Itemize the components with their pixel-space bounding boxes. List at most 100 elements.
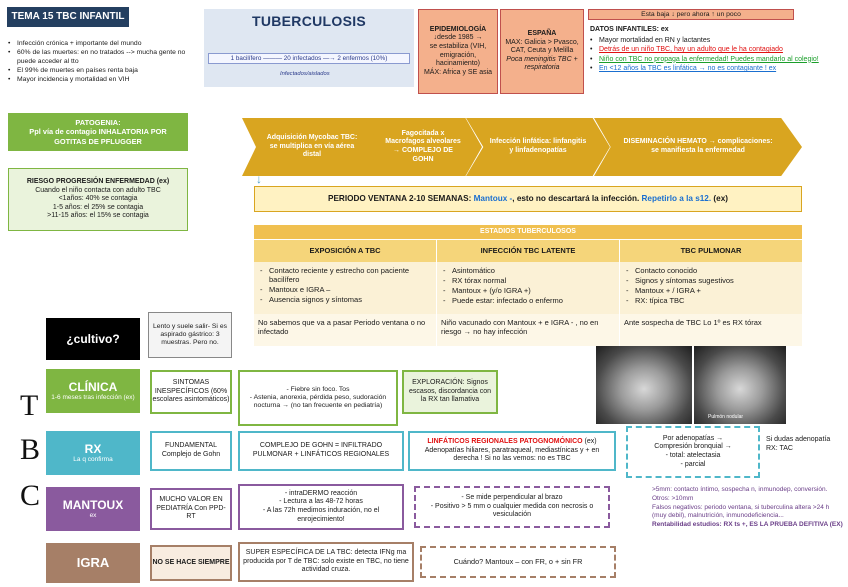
rx-box2: COMPLEJO DE GOHN = INFILTRADO PULMONAR +… [238,431,404,471]
clinica-label: CLÍNICA 1-6 meses tras infección (ex) [46,369,140,413]
rx-box3: LINFÁTICOS REGIONALES PATOGNOMÓNICO (ex)… [408,431,616,471]
riesgo-sub: Cuando el niño contacta con adulto TBC [35,186,161,194]
mantoux-line: - A las 72h medimos induración, no el en… [262,507,380,523]
riesgo-box: RIESGO PROGRESIÓN ENFERMEDAD (ex) Cuando… [8,168,188,231]
periodo-ventana: PERIODO VENTANA 2-10 SEMANAS: Mantoux -,… [254,186,802,212]
rx-sub: La q confirma [73,456,113,464]
list-item: Ausencia signos y síntomas [260,295,432,304]
mantoux-sub: ex [89,512,97,520]
list-item: Mayor mortalidad en RN y lactantes [590,37,842,46]
clinica-box1: SINTOMAS INESPECÍFICOS (60% escolares as… [150,370,232,414]
mantoux-line: - intraDERMO reacción [284,489,358,497]
mantoux-note: Rentabilidad estudios: RX ts +, ES LA PR… [652,520,843,528]
patogenia-text: Ppl vía de contagio INHALATORIA POR GOTI… [29,127,167,146]
letter-c: C [20,479,41,512]
cultivo-note: Lento y suele salir- Si es aspirado gást… [148,312,232,358]
estadio-col-pulmonar: TBC PULMONAR Contacto conocido Signos y … [620,240,802,346]
list-item: Signos y síntomas sugestivos [626,276,798,285]
riesgo-heading: RIESGO PROGRESIÓN ENFERMEDAD (ex) [26,178,170,186]
rx-patognomonico: LINFÁTICOS REGIONALES PATOGNOMÓNICO [427,438,583,446]
clinica-box2: - Fiebre sin foco. Tos - Astenia, anorex… [238,370,398,426]
epidemiologia-box: EPIDEMIOLOGÍA ↓desde 1985 → se estabiliz… [418,9,498,94]
igra-box2: SUPER ESPECÍFICA DE LA TBC: detecta IFNg… [238,542,414,582]
process-step-2: Fagocitada x Macrofagos alveolares → COM… [364,118,482,176]
igra-label: IGRA [46,543,140,583]
list-item: RX: típica TBC [626,296,798,305]
datos-heading: DATOS INFANTILES: ex [590,26,669,33]
list-item: El 99% de muertes en países renta baja [8,67,196,76]
letter-t: T [20,389,39,422]
rx-box4: Por adenopatías → Compresión bronquial →… [626,426,760,478]
mantoux-line: - Positivo > 5 mm o cualquier medida con… [430,502,594,519]
list-item: Contacto conocido [626,266,798,275]
riesgo-item: 1-5 años: el 25% se contagia [52,203,144,211]
mantoux-notes: >5mm: contacto íntimo, sospecha n, inmun… [652,486,844,529]
epidemiologia-line: ↓desde 1985 → [433,34,483,42]
contagion-chain: 1 bacilífero ——— 20 infectados —→ 2 enfe… [208,53,410,64]
espana-italic: Poca meningitis TBC + respiratoria [506,55,578,72]
estadio-col-latente: INFECCIÓN TBC LATENTE Asintomático RX tó… [437,240,619,346]
epidemiologia-line: se estabiliza (VIH, emigración, hacinami… [429,42,487,68]
mantoux-box1: MUCHO VALOR EN PEDIATRÍA Con PPD-RT [150,488,232,530]
list-item: Detrás de un niño TBC, hay un adulto que… [590,46,842,55]
mantoux-box2: - intraDERMO reacción - Lectura a las 48… [238,484,404,530]
column-header: EXPOSICIÓN A TBC [254,240,436,262]
list-item: 60% de las muertes: en no tratados --> m… [8,49,196,66]
esta-baja-note: Esta baja ↓ pero ahora ↑ un poco [588,9,794,20]
clinica-line: - Astenia, anorexia, pérdida peso, sudor… [249,393,387,410]
mantoux-note: >5mm: contacto íntimo, sospecha n, inmun… [652,486,828,493]
process-step-3: Infección linfática: linfangitis y linfa… [466,118,610,176]
espana-line: MAX: Galicia > Pvasco, CAT, Ceuta y Meli… [505,38,579,55]
periodo-mantoux: Mantoux - [473,194,513,203]
rx-line: - parcial [680,460,706,468]
clinica-title: CLÍNICA [68,379,118,394]
list-item: Asintomático [443,266,615,275]
rx-line: Compresión bronquial → [654,443,732,451]
clinica-line: - Fiebre sin foco. Tos [286,385,350,393]
mantoux-line: - Se mide perpendicular al brazo [461,494,563,502]
patogenia-heading: PATOGENIA: [75,118,121,128]
riesgo-item: >11-15 años: el 15% se contagia [47,212,149,220]
column-note: Ante sospecha de TBC Lo 1º es RX tórax [620,314,802,346]
tuberculosis-panel: TUBERCULOSIS 1 bacilífero ——— 20 infecta… [204,9,414,87]
process-step-1: Adquisición Mycobac TBC: se multiplica e… [242,118,382,176]
espana-box: ESPAÑA MAX: Galicia > Pvasco, CAT, Ceuta… [500,9,584,94]
list-item: Puede estar: infectado o enfermo [443,296,615,305]
periodo-mid: , esto no descartará la infección. [512,194,640,203]
rx-label: RX La q confirma [46,431,140,475]
mantoux-title: MANTOUX [62,497,124,512]
column-header: INFECCIÓN TBC LATENTE [437,240,619,262]
riesgo-item: <1años: 40% se contagia [58,195,138,203]
patogenia-box: PATOGENIA: Ppl vía de contagio INHALATOR… [8,113,188,151]
list-item: Mantoux e IGRA – [260,285,432,294]
column-note: Niño vacunado con Mantoux + e IGRA - , n… [437,314,619,346]
igra-box1: NO SE HACE SIEMPRE [150,545,232,581]
list-item: Niño con TBC no propaga la enfermedad! P… [590,56,842,65]
list-item: En <12 años la TBC es linfática → no es … [590,65,842,74]
list-item: Mayor incidencia y mortalidad en VIH [8,76,196,85]
cultivo-label: ¿cultivo? [46,318,140,360]
estadios-heading: ESTADIOS TUBERCULOSOS [254,225,802,239]
xray-image-right [694,346,786,424]
list-item: RX tórax normal [443,276,615,285]
igra-box3: Cuándo? Mantoux – con FR, o + sin FR [420,546,616,578]
mantoux-note: Otros: >10mm [652,494,694,502]
estadios-table: EXPOSICIÓN A TBC Contacto reciente y est… [254,240,802,346]
mantoux-label: MANTOUX ex [46,487,140,531]
periodo-ex: (ex) [713,194,728,203]
page-title: TEMA 15 TBC INFANTIL [7,7,129,27]
rx-adenopatias: Adenopatías hiliares, paratraqueal, medi… [424,446,600,463]
xray-image-left [596,346,692,424]
tuberculosis-heading: TUBERCULOSIS [252,13,367,29]
process-step-4: DISEMINACIÓN HEMATO → complicaciones: se… [594,118,802,176]
down-arrow-icon: ↓ [256,172,262,186]
column-header: TBC PULMONAR [620,240,802,262]
periodo-repetir: Repetirlo a la s12. [641,194,712,203]
rx-ex: (ex) [584,438,597,446]
list-item: Mantoux + / IGRA + [626,286,798,295]
intro-list: Infección crónica + importante del mundo… [8,40,196,85]
datos-infantiles: DATOS INFANTILES: ex Mayor mortalidad en… [590,26,842,75]
xray-label: Pulmón nodular [708,414,744,420]
mantoux-line: - Lectura a las 48-72 horas [279,498,363,506]
estadio-col-exposicion: EXPOSICIÓN A TBC Contacto reciente y est… [254,240,436,346]
